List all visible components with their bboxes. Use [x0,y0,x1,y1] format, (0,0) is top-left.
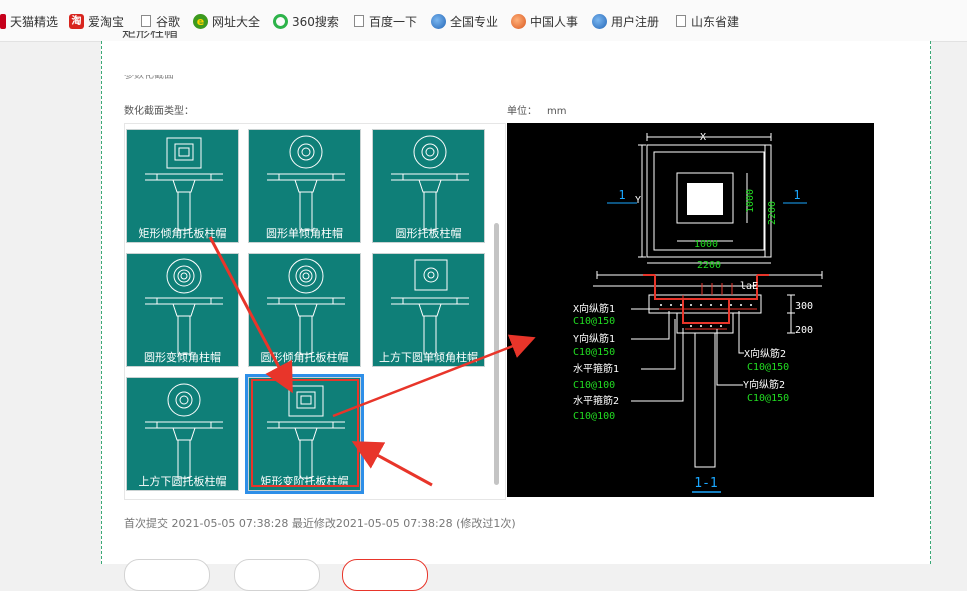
gallery-scrollbar[interactable] [493,123,500,498]
y-rebar-2-label: Y向纵筋2 [743,378,785,391]
tile-label: 上方下圆单倾角柱帽 [379,351,478,364]
section-mark-right: 1 [793,188,800,202]
section-type-label: 数化截面类型： [124,106,194,117]
bookmark-web-directory[interactable]: e 网址大全 [193,12,260,30]
section-type-tile[interactable]: 上方下圆托板柱帽 [126,377,239,491]
bookmark-shandong[interactable]: 山东省建 [674,12,740,30]
cut-off-label: 参数化截面 [124,75,174,81]
section-thumbnail-icon [267,385,345,479]
section-type-tile[interactable]: 圆形托板柱帽 [372,129,485,243]
y-rebar-2-value: C10@150 [747,393,789,404]
section-mark-left: 1 [618,188,625,202]
section-type-tile[interactable]: 矩形变阶托板柱帽 [245,374,364,494]
unit-value: mm [547,106,567,117]
tile-label: 矩形变阶托板柱帽 [260,475,349,488]
lae-label: laE [740,281,758,292]
cut-off-heading: 矩形柱帽 [122,31,178,41]
dim-2200-side: 2200 [767,201,778,225]
tmall-icon [0,13,6,29]
section-preview: X Y 2200 1000 1000 2200 1 1 [507,123,874,497]
column-square [687,183,723,215]
orange-globe-icon [511,13,526,29]
stirrup-1-label: 水平箍筋1 [573,362,619,375]
y-rebar-1-label: Y向纵筋1 [573,332,615,345]
page-icon [141,15,151,27]
stirrup-1-value: C10@100 [573,380,615,391]
tile-label: 上方下圆托板柱帽 [138,475,227,488]
globe-icon [592,13,607,29]
dim-1000-bottom: 1000 [694,239,718,250]
section-thumbnail-icon [267,135,345,231]
bookmark-360-search[interactable]: 360搜索 [273,12,339,30]
section-type-gallery: 矩形倾角托板柱帽圆形单倾角柱帽圆形托板柱帽圆形变倾角柱帽圆形倾角托板柱帽上方下圆… [124,123,506,500]
tile-label: 矩形倾角托板柱帽 [138,227,227,240]
section-type-tile[interactable]: 矩形倾角托板柱帽 [126,129,239,243]
bookmarks-bar: 天猫精选 淘 爱淘宝 谷歌 e 网址大全 360搜索 百度一下 全国专业 中国人… [0,0,967,42]
section-type-tile[interactable]: 圆形单倾角柱帽 [248,129,361,243]
x-rebar-1-value: C10@150 [573,316,615,327]
dim-x: X [700,132,706,143]
tile-label: 圆形倾角托板柱帽 [260,351,349,364]
x-rebar-1-label: X向纵筋1 [573,302,615,315]
submission-meta: 首次提交 2021-05-05 07:38:28 最近修改2021-05-05 … [124,517,516,530]
section-type-tile[interactable]: 上方下圆单倾角柱帽 [372,253,485,367]
y-rebar-1-value: C10@150 [573,347,615,358]
bookmark-china-personnel[interactable]: 中国人事 [511,12,579,30]
dim-2200-bottom: 2200 [697,260,721,271]
unit-label: 单位：mm [507,106,567,117]
bookmark-google[interactable]: 谷歌 [139,12,180,30]
cad-drawing: X Y 2200 1000 1000 2200 1 1 [573,132,823,493]
bookmark-national-pro[interactable]: 全国专业 [431,12,499,30]
section-thumbnail-icon [145,137,223,231]
globe-icon [431,13,446,29]
tile-label: 圆形变倾角柱帽 [144,351,221,364]
bookmark-baidu[interactable]: 百度一下 [352,12,417,30]
page-icon [354,15,364,27]
section-thumbnail-icon [391,135,469,231]
bookmark-tmall[interactable]: 天猫精选 [0,12,58,30]
bookmark-user-register[interactable]: 用户注册 [592,12,659,30]
dim-300: 300 [795,301,813,312]
x-rebar-2-value: C10@150 [747,362,789,373]
bookmark-aitaobao[interactable]: 淘 爱淘宝 [69,12,124,30]
stirrup-2-label: 水平箍筋2 [573,394,619,407]
section-type-tile[interactable]: 圆形变倾角柱帽 [126,253,239,367]
dim-1000-side: 1000 [745,189,756,213]
dim-200: 200 [795,325,813,336]
web-directory-icon: e [193,13,208,29]
stirrup-2-value: C10@100 [573,411,615,422]
taobao-icon: 淘 [69,13,84,29]
section-thumbnail-icon [145,383,223,479]
x-rebar-2-label: X向纵筋2 [744,347,786,360]
360-search-icon [273,13,288,29]
window-corner [953,0,967,12]
page-icon [676,15,686,27]
tile-label: 圆形托板柱帽 [395,227,462,240]
form-page: 矩形柱帽 参数化截面 数化截面类型： 单位：mm 矩形倾角托板柱帽 圆形单倾角柱帽… [101,31,931,591]
section-title: 1-1 [694,476,717,491]
tile-label: 圆形单倾角柱帽 [266,227,343,240]
scroll-thumb[interactable] [494,223,499,485]
dim-y: Y [635,195,641,206]
section-type-tile[interactable]: 圆形倾角托板柱帽 [248,253,361,367]
